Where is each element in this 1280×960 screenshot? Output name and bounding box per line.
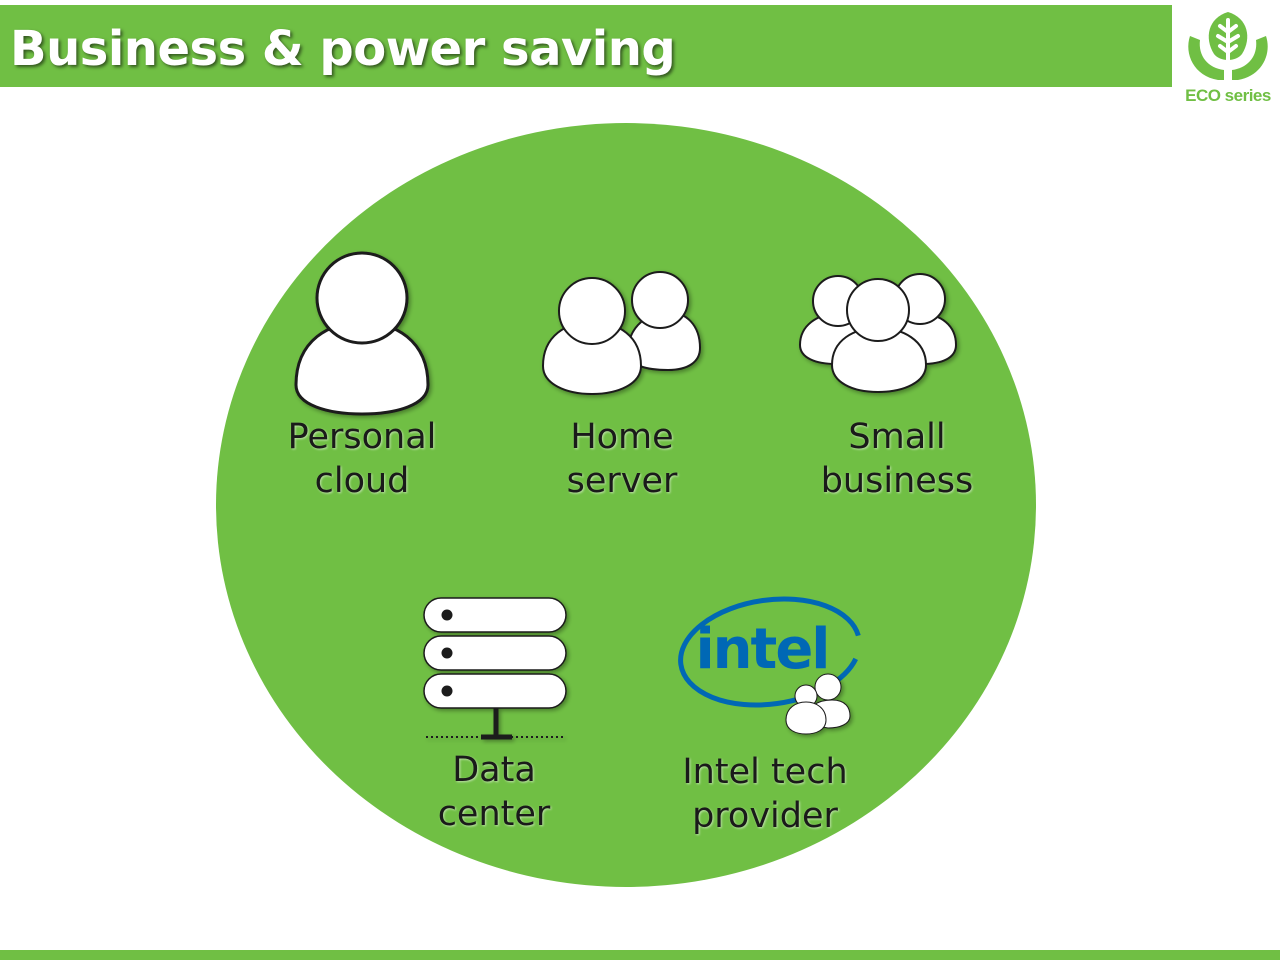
logo-caption: ECO series xyxy=(1185,86,1271,105)
two-users-icon xyxy=(541,271,702,396)
title-bar: Business & power saving xyxy=(0,5,1172,87)
single-user-icon xyxy=(294,251,430,416)
eco-logo xyxy=(1188,12,1268,80)
user-group-icon xyxy=(798,273,958,394)
label-home-server: Home server xyxy=(566,417,678,501)
bottom-bar xyxy=(0,950,1280,960)
label-data-center: Data center xyxy=(437,750,551,834)
top-border xyxy=(0,0,1172,5)
intel-logo-icon: intel xyxy=(678,596,862,735)
segments-circle xyxy=(216,123,1036,887)
leaf-hands-icon xyxy=(1188,12,1268,80)
label-intel-tech-provider: Intel tech provider xyxy=(682,752,848,836)
server-rack-icon xyxy=(423,597,567,740)
label-small-business: Small business xyxy=(820,417,974,501)
label-personal-cloud: Personal cloud xyxy=(287,417,437,501)
intel-logo-text: intel xyxy=(695,617,828,682)
page-title: Business & power saving xyxy=(10,21,676,77)
